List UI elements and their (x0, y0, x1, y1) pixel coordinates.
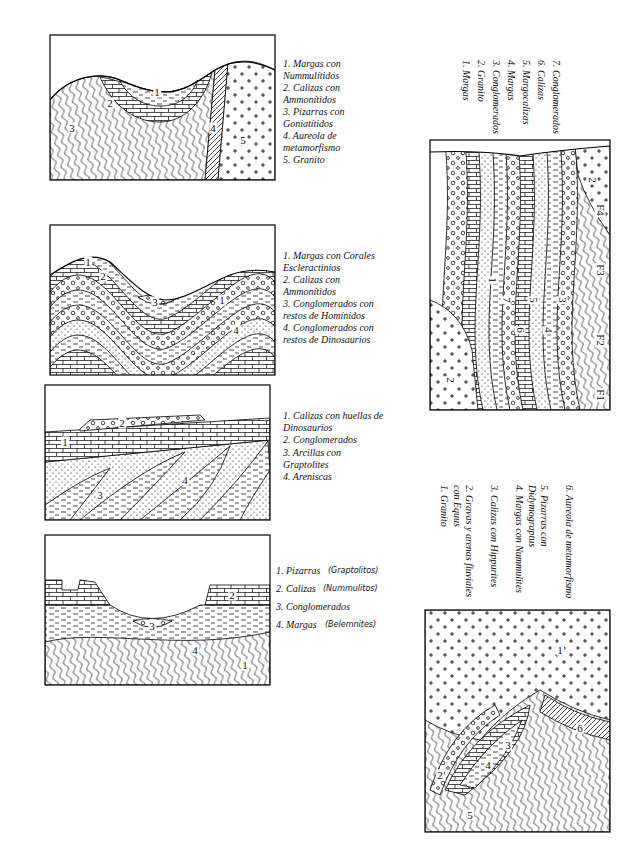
callout-number: 6 (576, 723, 584, 734)
callout-number: 3 (148, 621, 156, 632)
callout-number: 1 (218, 295, 226, 306)
handwritten-note: (Graptolitos) (328, 565, 378, 577)
cross-section-1 (50, 35, 275, 180)
legend-line: 5. Granito (283, 154, 388, 166)
callout-number: 5 (466, 810, 474, 821)
callout-number: 4 (191, 645, 199, 656)
handwritten-note: (Belemnites) (325, 619, 376, 631)
legend-line: 2. Conglomerados (283, 434, 388, 446)
callout-number: 5 (239, 135, 247, 146)
callout-number: 1 (487, 276, 498, 284)
legend-line: 1. Granito (438, 485, 450, 603)
callout-number: 6 (515, 326, 526, 334)
callout-number: 1 (84, 257, 92, 268)
legend-line: 4. Margas (276, 619, 317, 631)
callout-number: 2 (587, 176, 598, 184)
callout-number: F3 (595, 263, 606, 277)
cross-section-4 (45, 535, 270, 685)
callout-number: F4 (595, 203, 606, 217)
legend-line: 3. Calizas con Hippurites (488, 485, 500, 603)
legend-line: 2. Gravas y arenas fluviales con Equus (451, 485, 475, 603)
cross-section-5 (430, 140, 610, 410)
legend-line: 6. Calizas (535, 60, 547, 100)
legend-line: 2. Calizas con Ammonítidos (283, 274, 388, 298)
legend-line: 4. Margas (505, 60, 517, 101)
legend-line: 3. Conglomerados (490, 60, 502, 134)
callout-number: 2 (436, 770, 444, 781)
legend-line: 1. Margas con Nummulítidos (283, 58, 388, 82)
legend-line: 4. Conglomerados con restos de Dinosauri… (283, 322, 388, 346)
legend-line: 1. Margas (460, 60, 472, 101)
legend-line: 4. Aureola de metamorfismo (283, 130, 388, 154)
callout-number: 1 (241, 660, 249, 671)
callout-number: 4 (484, 760, 492, 771)
callout-number: 2 (118, 418, 126, 429)
legend-line: 2. Calizas (276, 583, 316, 595)
callout-number: 2 (228, 590, 236, 601)
cross-section-2 (50, 225, 275, 409)
callout-number: F1 (595, 388, 606, 402)
callout-number: 4 (181, 475, 189, 486)
legend-line: 1. Pizarras (276, 565, 320, 577)
callout-number: 3 (96, 490, 104, 501)
legend-line: 5. Margocalizas (520, 60, 532, 125)
legend-line: 1. Calizas con huellas de Dinosaurios (283, 410, 388, 434)
callout-number: 1 (556, 645, 564, 656)
callout-number: 1 (61, 437, 69, 448)
callout-number: 1 (153, 87, 161, 98)
legend-line: 2. Granito (475, 60, 487, 102)
callout-number: 4 (209, 123, 217, 134)
callout-number: 5 (528, 296, 539, 304)
legend-line: 3. Arcillas con Graptolites (283, 447, 388, 471)
callout-number: 4 (232, 325, 240, 336)
callout-number: 4 (543, 326, 554, 334)
callout-number: F2 (595, 333, 606, 347)
handwritten-note: (Nummulitos) (323, 583, 378, 595)
callout-number: 3 (151, 297, 159, 308)
callout-number: 2 (445, 376, 456, 384)
legend-line: 6. Aureola de metamorfismo (563, 485, 575, 603)
legend-line: 5. Pizarras con Didymograptus (526, 485, 550, 603)
callout-number: 3 (557, 296, 568, 304)
callout-number: 3 (504, 740, 512, 751)
callout-number: 2 (99, 271, 107, 282)
legend-line: 3. Conglomerados con restos de Homínidos (283, 298, 388, 322)
callout-number: 2 (106, 98, 114, 109)
legend-line: 1. Margas con Corales Escleractinios (283, 250, 388, 274)
cross-section-3 (45, 385, 270, 520)
legend-line: 3. Conglomerados (276, 601, 350, 613)
callout-number: 7 (501, 296, 512, 304)
legend-line: 4. Areniscas (283, 471, 388, 483)
legend-line: 2. Calizas con Ammonítidos (283, 82, 388, 106)
legend-line: 3. Pizarras con Goniatítidos (283, 106, 388, 130)
callout-number: 3 (68, 123, 76, 134)
cross-section-6 (425, 610, 610, 832)
legend-line: 7. Conglomerados (550, 60, 562, 134)
legend-line: 4. Margas con Nummulites (513, 485, 525, 603)
